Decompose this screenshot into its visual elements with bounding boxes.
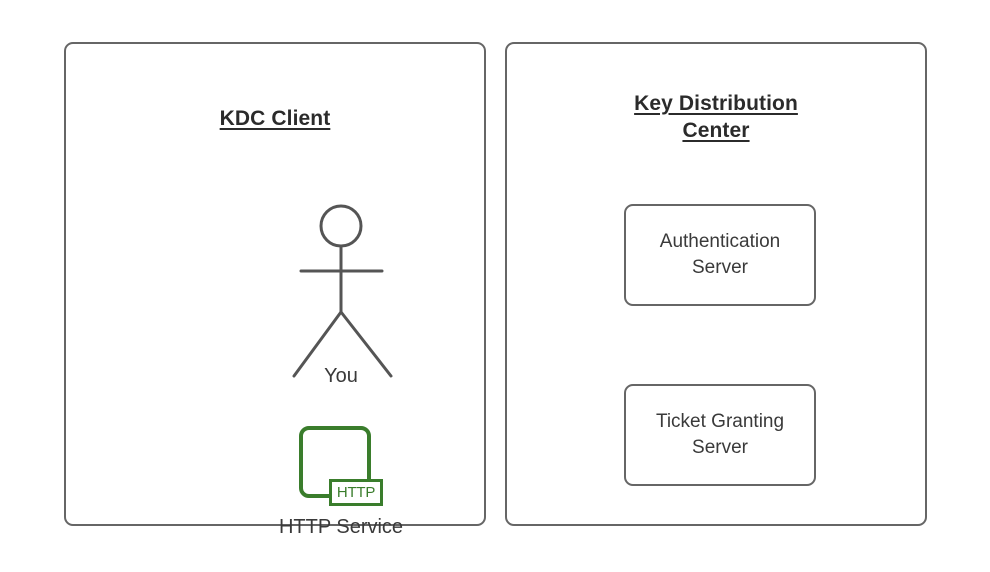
panel-title-key-distribution-center: Key Distribution Center xyxy=(507,90,925,144)
panel-title-kdc-client-text: KDC Client xyxy=(219,107,331,130)
node-authentication-server-label: Authentication Server xyxy=(660,229,780,281)
http-service-icon: HTTP xyxy=(299,426,385,512)
node-ticket-granting-server-label: Ticket Granting Server xyxy=(656,409,784,461)
node-authentication-server-label-line2: Server xyxy=(692,257,748,278)
service-label-http: HTTP Service xyxy=(278,516,404,538)
node-ticket-granting-server-label-line2: Server xyxy=(692,437,748,458)
panel-kdc-client: KDC Client You HTTP HTTP Service xyxy=(64,42,486,538)
actor-label-you: You xyxy=(324,365,358,387)
node-authentication-server: Authentication Server xyxy=(624,204,816,306)
stick-figure-icon xyxy=(281,199,406,384)
panel-title-kdc-line1: Key Distribution xyxy=(634,92,798,115)
stick-figure-svg xyxy=(292,204,393,378)
stick-figure-head xyxy=(319,204,363,248)
node-authentication-server-label-line1: Authentication xyxy=(659,231,781,252)
node-ticket-granting-server: Ticket Granting Server xyxy=(624,384,816,486)
node-ticket-granting-server-label-line1: Ticket Granting xyxy=(655,411,785,432)
stick-figure-leg-left xyxy=(292,310,343,378)
stick-figure-leg-right xyxy=(339,310,393,378)
panel-title-kdc-line2: Center xyxy=(682,119,750,142)
panel-title-kdc-client: KDC Client xyxy=(66,105,484,132)
http-service-icon-badge: HTTP xyxy=(329,479,383,506)
